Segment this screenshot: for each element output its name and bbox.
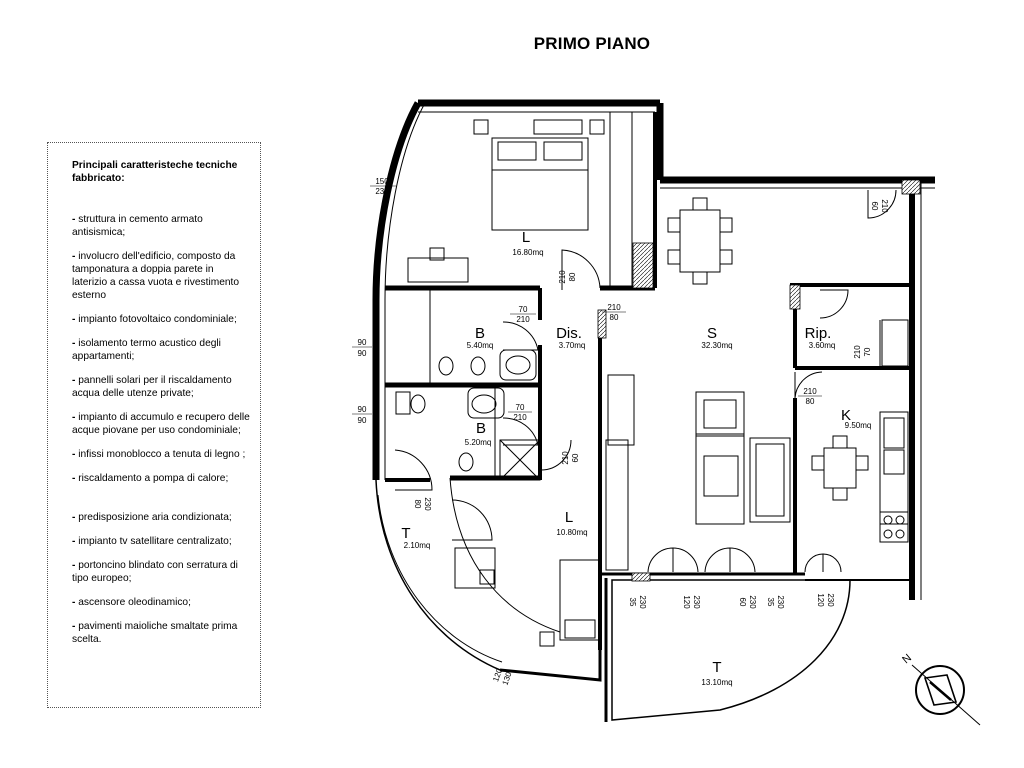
dimension-label: 90 (358, 405, 367, 414)
dimension-label: 210 (513, 413, 527, 422)
room-label: K (841, 407, 851, 424)
dimension-label: 210 (880, 199, 889, 213)
room-label: Rip. (805, 325, 832, 342)
room-label: B (475, 325, 485, 342)
dimension-label: 120 (682, 595, 691, 609)
dimension-label: 90 (358, 338, 367, 347)
dimension-label: 60 (571, 453, 580, 462)
dimension-label: 210 (803, 387, 817, 396)
structural-columns (597, 179, 921, 582)
room-label: B (476, 420, 486, 437)
compass-icon (911, 664, 981, 726)
dimension-label: 210 (607, 303, 621, 312)
dimension-label: 90 (358, 416, 367, 425)
specs-item: - impianto di accumulo e recupero delle … (72, 412, 250, 436)
room-label: L (565, 509, 573, 526)
specs-item: - portoncino blindato con serratura di t… (72, 560, 238, 584)
room-area: 3.70mq (559, 341, 586, 350)
specs-item: - predisposizione aria condizionata; (72, 512, 232, 523)
specs-item: - struttura in cemento armato antisismic… (72, 214, 203, 238)
dimension-label: 210 (853, 345, 862, 359)
outer-walls (372, 99, 935, 722)
dimension-label: 230 (423, 497, 432, 511)
dimension-label: 80 (610, 313, 619, 322)
specs-item: - impianto tv satellitare centralizato; (72, 536, 232, 547)
dimension-label: 120 (491, 667, 504, 683)
compass-north-label: N (900, 652, 914, 666)
doors (394, 189, 897, 573)
room-area: 32.30mq (701, 341, 732, 350)
room-area: 16.80mq (512, 248, 543, 257)
specs-item: - riscaldamento a pompa di calore; (72, 473, 229, 484)
dimension-label: 35 (628, 598, 637, 607)
dimension-label: 120 (816, 593, 825, 607)
dimension-label: 90 (358, 349, 367, 358)
furniture (395, 119, 909, 647)
dimension-label: 60 (738, 598, 747, 607)
dimension-label: 70 (519, 305, 528, 314)
specs-item: - isolamento termo acustico degli appart… (72, 338, 221, 362)
dimension-label: 80 (413, 500, 422, 509)
room-area: 5.40mq (467, 341, 494, 350)
dimension-label: 210 (558, 270, 567, 284)
floor-plan: L B Dis. S Rip. B K T L T 16.80mq 5.40mq… (352, 99, 981, 726)
dimension-label: 60 (870, 202, 879, 211)
dimension-label: 130 (501, 670, 514, 686)
dimension-label: 230 (375, 187, 389, 196)
room-area: 10.80mq (556, 528, 587, 537)
dimension-label: 80 (806, 397, 815, 406)
dimension-label: 35 (766, 598, 775, 607)
specs-item: - pannelli solari per il riscaldamento a… (72, 375, 232, 399)
specs-item: - involucro dell'edificio, composto da t… (72, 251, 240, 301)
specs-panel: Principali caratteristeche tecniche fabb… (47, 142, 261, 708)
specs-item: - infissi monoblocco a tenuta di legno ; (72, 449, 246, 460)
specs-list: - struttura in cemento armato antisismic… (72, 213, 250, 646)
specs-item: - impianto fotovoltaico condominiale; (72, 314, 237, 325)
room-area: 13.10mq (701, 678, 732, 687)
dimension-label: 150 (375, 177, 389, 186)
room-label: L (522, 229, 530, 246)
room-area: 2.10mq (404, 541, 431, 550)
dimension-label: 230 (748, 595, 757, 609)
specs-heading: Principali caratteristeche tecniche fabb… (72, 160, 238, 184)
room-label: T (712, 659, 721, 676)
dimension-label: 230 (776, 595, 785, 609)
dimension-label: 80 (568, 272, 577, 281)
dimension-notes: 150 230 210 80 210 80 70 210 70 210 210 … (352, 177, 889, 686)
room-label: S (707, 325, 717, 342)
room-label: Dis. (556, 325, 582, 342)
dimension-label: 70 (516, 403, 525, 412)
dimension-label: 230 (826, 593, 835, 607)
dimension-label: 210 (561, 451, 570, 465)
room-area: 9.50mq (845, 421, 872, 430)
dimension-label: 210 (516, 315, 530, 324)
room-label: T (401, 525, 410, 542)
specs-item: - ascensore oleodinamico; (72, 597, 191, 608)
room-area: 5.20mq (465, 438, 492, 447)
page-title: PRIMO PIANO (533, 34, 651, 53)
dimension-label: 70 (863, 347, 872, 356)
specs-item: - pavimenti maioliche smaltate prima sce… (72, 621, 238, 645)
room-area: 3.60mq (809, 341, 836, 350)
dimension-label: 230 (692, 595, 701, 609)
dimension-label: 230 (638, 595, 647, 609)
